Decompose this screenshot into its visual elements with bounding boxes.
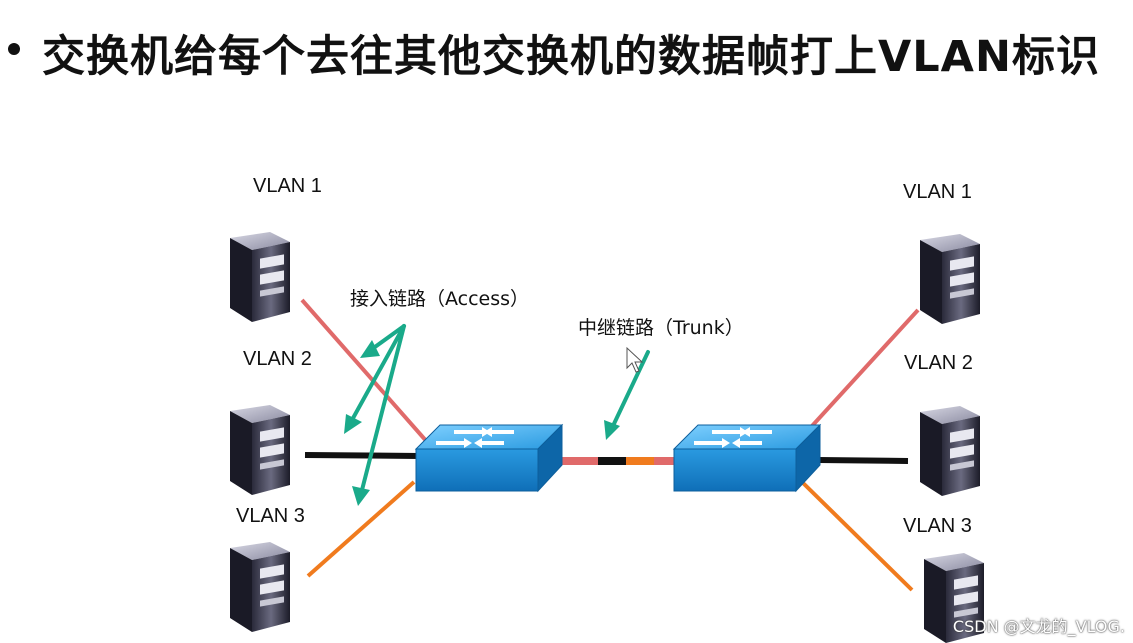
left-vlan3-server-icon bbox=[230, 542, 290, 632]
left-vlan2-server-icon bbox=[230, 405, 290, 495]
watermark: CSDN @文龙的_VLOG. bbox=[952, 617, 1125, 636]
left-vlan1-label: VLAN 1 bbox=[253, 175, 322, 197]
trunk-link bbox=[560, 457, 676, 465]
right-vlan1-access-link bbox=[810, 308, 920, 428]
right-vlan3-access-link bbox=[798, 478, 914, 592]
bullet-point bbox=[8, 43, 20, 55]
trunk-link-label: 中继链路（Trunk） bbox=[578, 317, 744, 339]
left-switch-icon bbox=[415, 424, 563, 492]
trunk-pointer-arrow bbox=[604, 350, 650, 440]
right-switch-icon bbox=[673, 424, 821, 492]
right-vlan3-label: VLAN 3 bbox=[903, 515, 972, 537]
slide-title: 交换机给每个去往其他交换机的数据帧打上VLAN标识 bbox=[42, 32, 1100, 82]
left-vlan3-access-link bbox=[306, 480, 416, 578]
cursor-icon bbox=[626, 346, 644, 373]
access-link-label: 接入链路（Access） bbox=[350, 288, 530, 310]
left-vlan2-label: VLAN 2 bbox=[243, 348, 312, 370]
left-vlan2-access-link bbox=[304, 452, 421, 459]
left-vlan3-label: VLAN 3 bbox=[236, 505, 305, 527]
right-vlan2-label: VLAN 2 bbox=[904, 352, 973, 374]
right-vlan2-server-icon bbox=[920, 406, 980, 496]
access-pointer-arrows bbox=[344, 324, 406, 506]
left-vlan1-server-icon bbox=[230, 232, 290, 322]
left-vlan1-access-link bbox=[300, 298, 430, 445]
right-vlan2-access-link bbox=[817, 457, 909, 464]
right-vlan1-server-icon bbox=[920, 234, 980, 324]
right-vlan1-label: VLAN 1 bbox=[903, 181, 972, 203]
